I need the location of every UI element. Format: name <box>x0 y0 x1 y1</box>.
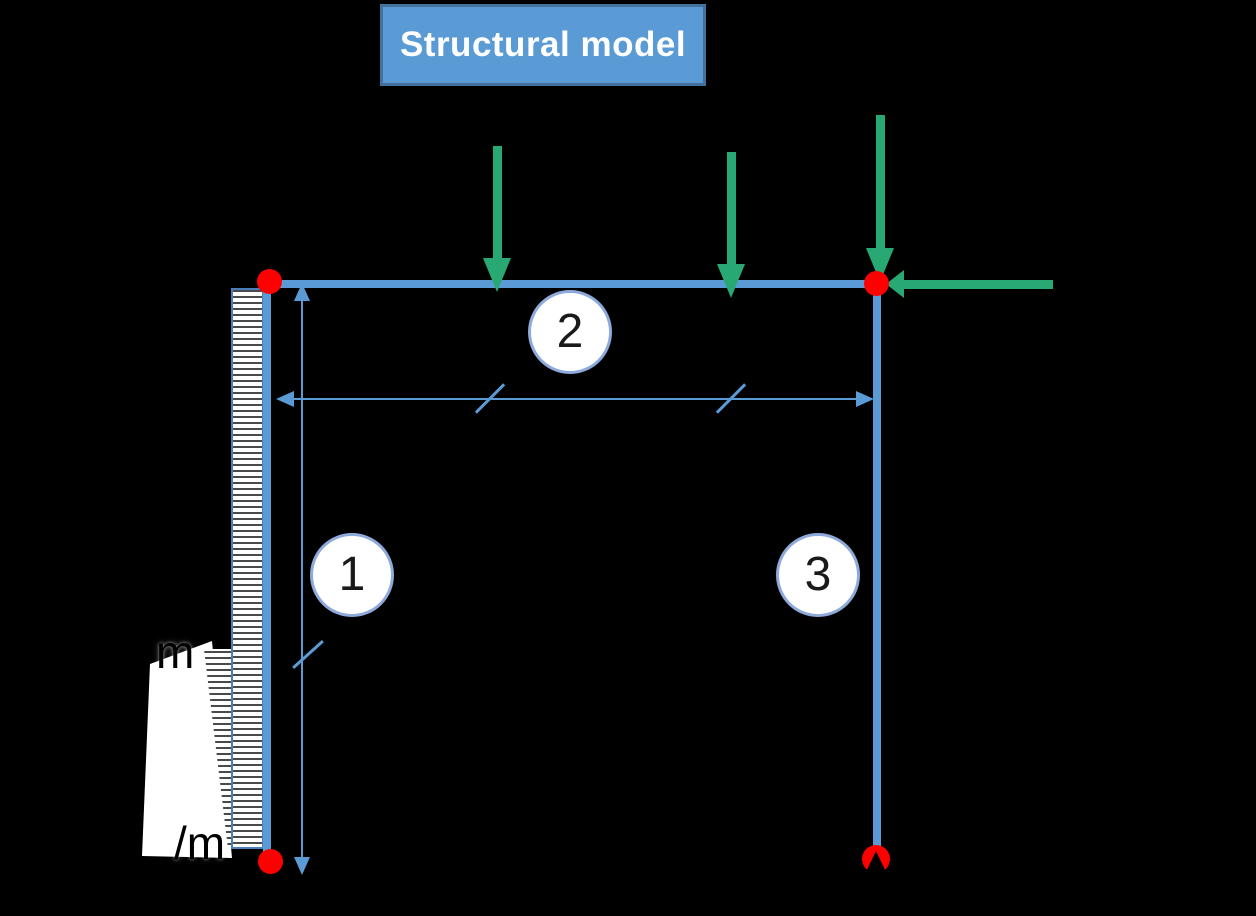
load-label-bottom-fragment: /m <box>174 817 226 869</box>
vertical-dimension-line <box>301 287 303 863</box>
horizontal-load-arrow <box>903 280 1053 289</box>
node-top-left <box>257 269 282 294</box>
diagram-title: Structural model <box>399 25 687 64</box>
dimension-arrow-down-icon <box>294 857 310 875</box>
point-load-arrow-1 <box>493 146 502 258</box>
dimension-arrow-right-icon <box>856 391 874 407</box>
dimension-tick-vertical <box>292 640 324 669</box>
horizontal-load-arrowhead-icon <box>886 270 904 298</box>
beam-member-2 <box>268 280 880 288</box>
column-member-1 <box>263 283 271 857</box>
member-badge-1: 1 <box>310 533 394 617</box>
dimension-arrow-left-icon <box>276 391 294 407</box>
load-label-top-fragment: m <box>156 626 195 678</box>
node-top-right <box>864 271 889 296</box>
member-badge-3-label: 3 <box>804 548 832 601</box>
member-badge-3: 3 <box>776 533 860 617</box>
column-member-3 <box>873 283 881 846</box>
point-load-arrow-2 <box>727 152 736 264</box>
support-bottom-left <box>258 849 283 874</box>
distributed-load-hatch <box>231 288 264 849</box>
point-load-arrowhead-1-icon <box>483 258 511 292</box>
horizontal-dimension-line <box>280 398 872 400</box>
member-badge-1-label: 1 <box>338 548 366 601</box>
pin-support-notch-icon <box>864 851 888 876</box>
point-load-arrow-3 <box>876 115 885 248</box>
member-badge-2: 2 <box>528 290 612 374</box>
point-load-arrowhead-2-icon <box>717 264 745 298</box>
member-badge-2-label: 2 <box>556 305 584 358</box>
dimension-arrow-up-icon <box>294 283 310 301</box>
diagram-title-box: Structural model <box>380 4 706 86</box>
